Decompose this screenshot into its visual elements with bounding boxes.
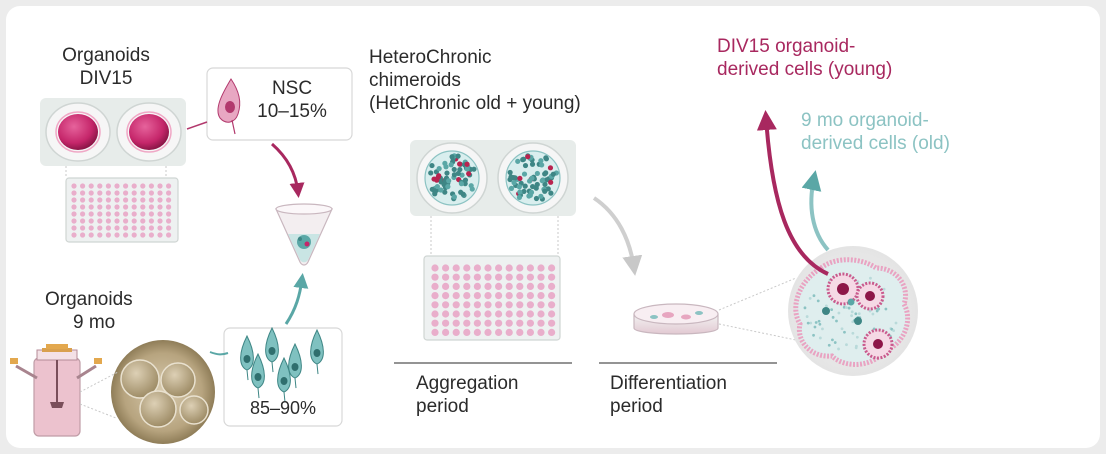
- old-cells-line-2: derived cells (old): [801, 133, 950, 155]
- nsc-label: NSC 10–15%: [242, 77, 342, 123]
- organoid-well-icon: [40, 98, 186, 166]
- nsc-name: NSC: [271, 78, 313, 99]
- organoids-young-label: Organoids DIV15: [48, 44, 164, 90]
- young-cells-label: DIV15 organoid- derived cells (young): [717, 35, 977, 81]
- differentiation-period-label: Differentiation period: [610, 372, 780, 418]
- microscopy-organoid-image: [111, 340, 215, 444]
- young-cells-line-1: DIV15 organoid-: [717, 36, 856, 57]
- aggregation-line-2: period: [416, 396, 469, 418]
- chimeroid-cross-section-icon: [788, 246, 918, 376]
- aggregation-period-label: Aggregation period: [416, 372, 576, 418]
- organoids-old-label: Organoids 9 mo: [45, 288, 163, 334]
- chimeroid-title-line-3: (HetChronic old + young): [369, 93, 581, 115]
- conical-tube-icon: [275, 203, 333, 266]
- chimeroid-title: HeteroChronic chimeroids (HetChronic old…: [369, 46, 639, 116]
- nsc-cell-icon: [206, 67, 353, 141]
- chimeroid-well-icon: [410, 140, 576, 216]
- flask-icon: [10, 344, 102, 437]
- chimeroid-title-line-1: HeteroChronic: [369, 47, 492, 68]
- differentiation-line-2: period: [610, 396, 663, 418]
- petri-dish-icon: [633, 303, 719, 335]
- old-percentage: 85–90%: [249, 398, 317, 418]
- nsc-percentage: 10–15%: [257, 101, 327, 123]
- young-cells-line-2: derived cells (young): [717, 59, 893, 81]
- multiwell-plate-icon: [65, 177, 179, 243]
- differentiation-line-1: Differentiation: [610, 373, 727, 394]
- organoids-old-line-1: Organoids: [45, 289, 133, 310]
- old-cells-line-1: 9 mo organoid-: [801, 110, 929, 131]
- old-cells-label: 9 mo organoid- derived cells (old): [801, 109, 1021, 155]
- organoids-young-line-2: DIV15: [79, 68, 133, 90]
- diagram-artwork: [10, 67, 918, 444]
- multiwell-plate-icon: [423, 255, 561, 341]
- organoids-old-line-2: 9 mo: [73, 312, 116, 334]
- aggregation-line-1: Aggregation: [416, 373, 519, 394]
- diagram-canvas: Organoids DIV15 NSC 10–15% Organoids 9 m…: [6, 6, 1100, 448]
- chimeroid-title-line-2: chimeroids: [369, 70, 461, 92]
- organoids-young-line-1: Organoids: [62, 45, 150, 66]
